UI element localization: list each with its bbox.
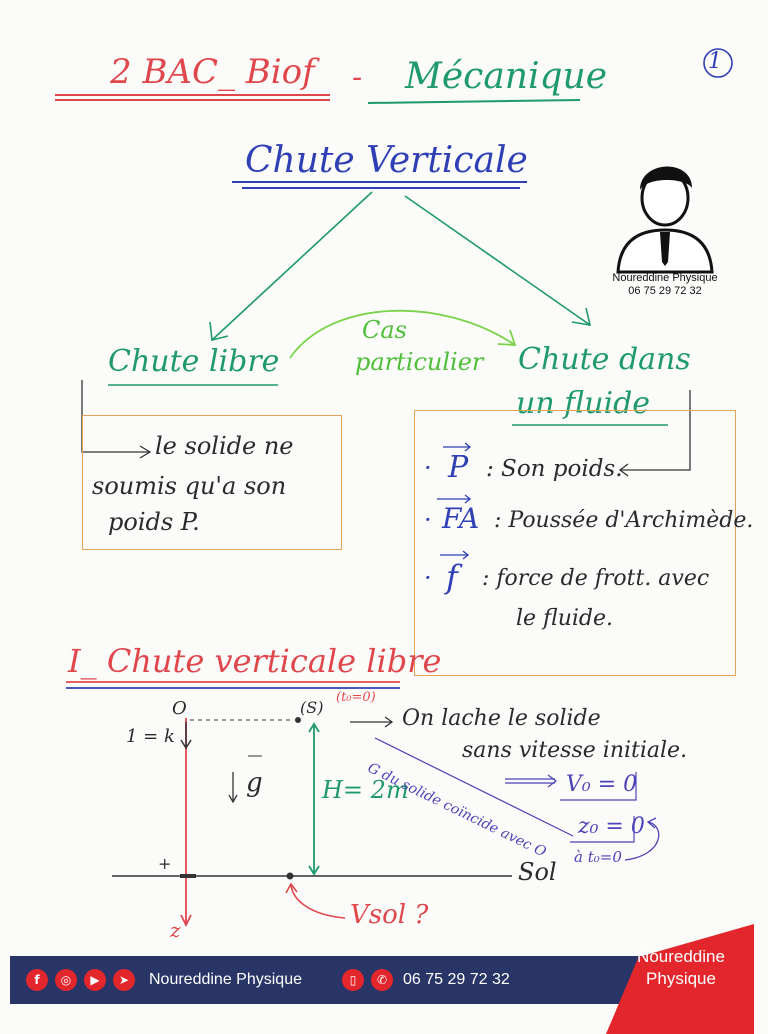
force-friction-cont: le fluide. [516, 606, 614, 631]
header-dash: - [352, 60, 363, 95]
brand-logo: Noureddine Physique [626, 946, 736, 990]
initial-time-label: (t₀=0) [336, 690, 376, 705]
ground-label: Sol [518, 858, 557, 886]
footer-bar: f ◎ ▶ ➤ Noureddine Physique ▯ ✆ 06 75 29… [10, 924, 754, 1034]
instagram-icon[interactable]: ◎ [55, 969, 77, 991]
z0-label: z₀ = 0 [578, 814, 645, 839]
gravity-label: g [246, 768, 263, 798]
header-level: 2 BAC_ Biof [110, 52, 315, 92]
phone-icon[interactable]: ▯ [342, 969, 364, 991]
at-t0-label: à t₀=0 [574, 848, 622, 866]
branch-fluid-line2: un fluide [516, 386, 651, 421]
main-title: Chute Verticale [245, 140, 528, 181]
header-subject: Mécanique [405, 56, 608, 97]
author-card: Noureddine Physique 06 75 29 72 32 [600, 272, 730, 298]
force-symbol: FA [442, 502, 480, 535]
whatsapp-icon[interactable]: ✆ [371, 969, 393, 991]
definition-line1: le solide ne [155, 432, 294, 460]
force-desc: : force de frott. avec [482, 566, 710, 591]
release-line1: On lache le solide [402, 706, 601, 731]
page-number: 1 [708, 49, 722, 74]
definition-line2: soumis qu'a son [92, 472, 287, 500]
author-name: Noureddine Physique [612, 272, 718, 284]
definition-line3: poids P. [108, 508, 200, 536]
telegram-icon[interactable]: ➤ [113, 969, 135, 991]
youtube-icon[interactable]: ▶ [84, 969, 106, 991]
branch-special-case-line1: Cas [362, 316, 407, 344]
z-axis-label: z [170, 918, 181, 942]
plus-sign: + [158, 854, 172, 873]
footer-phone: 06 75 29 72 32 [403, 971, 510, 988]
unit-vector-label: 1 = k [126, 726, 175, 747]
solid-label: (S) [300, 698, 324, 717]
author-phone: 06 75 29 72 32 [628, 285, 702, 297]
v0-label: V₀ = 0 [566, 772, 638, 797]
branch-free-fall: Chute libre [108, 344, 280, 379]
ground-velocity-label: Vsol ? [350, 900, 429, 930]
brand-line2: Physique [646, 969, 716, 988]
branch-fluid-line1: Chute dans [518, 342, 691, 377]
force-desc: : Son poids. [486, 456, 623, 482]
facebook-icon[interactable]: f [26, 969, 48, 991]
branch-special-case-line2: particulier [355, 348, 484, 376]
footer-name: Noureddine Physique [149, 971, 302, 988]
force-symbol: P [448, 450, 469, 485]
section-title: I_ Chute verticale libre [68, 642, 442, 680]
release-line2: sans vitesse initiale. [462, 738, 688, 763]
height-label: H= 2m [322, 776, 409, 804]
origin-label: O [172, 698, 187, 719]
fluid-forces-box [414, 410, 736, 676]
force-desc: : Poussée d'Archimède. [494, 508, 754, 533]
brand-line1: Noureddine [637, 947, 725, 966]
free-fall-definition-box [82, 415, 342, 550]
force-symbol: f [446, 558, 458, 596]
person-avatar-icon [616, 166, 714, 274]
